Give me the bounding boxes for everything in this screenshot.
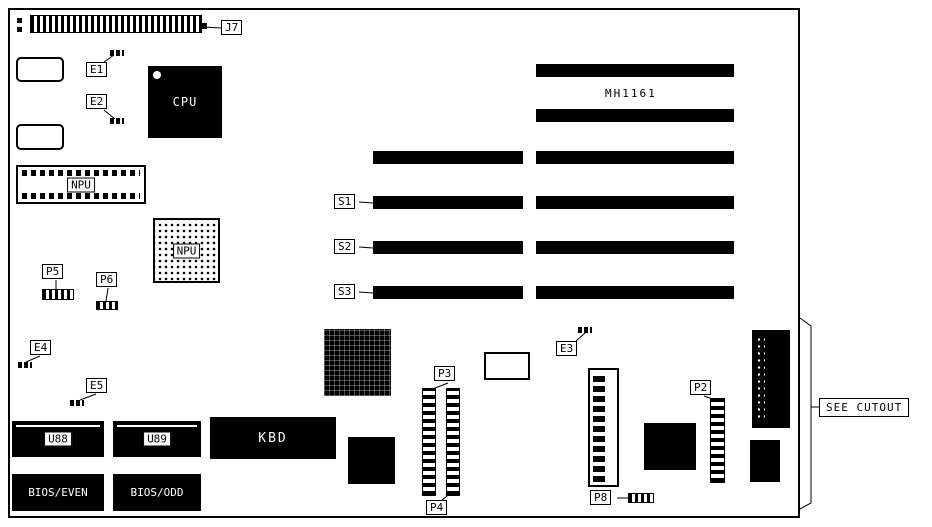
e1-label: E1 (86, 62, 108, 77)
p2-label: P2 (690, 380, 712, 395)
din-connector (750, 440, 780, 482)
see-cutout-label: SEE CUTOUT (819, 398, 910, 417)
isa-slot-5 (536, 241, 734, 254)
p8-label: P8 (590, 490, 612, 505)
e2-jumper (110, 118, 124, 124)
oscillator-2 (16, 124, 64, 150)
p5-connector (42, 289, 74, 300)
isa-slot-3 (536, 151, 734, 164)
s2-label: S2 (334, 239, 356, 254)
bios-even-chip: BIOS/EVEN (12, 474, 104, 511)
isa-slot-10 (373, 286, 523, 299)
e4-jumper (18, 362, 32, 368)
j7-pad-left-1 (17, 18, 22, 23)
p8-connector (628, 493, 654, 503)
bios-odd-chip: BIOS/ODD (113, 474, 201, 511)
isa-slot-7 (373, 151, 523, 164)
u89-chip: U89 (113, 421, 201, 457)
isa-slot-1 (536, 64, 734, 77)
isa-slot-8 (373, 196, 523, 209)
power-connector-pins (593, 373, 605, 482)
u89-stripe (117, 425, 197, 427)
isa-slot-4 (536, 196, 734, 209)
e3-label: E3 (556, 341, 578, 356)
cpu-pin1-mark (153, 71, 161, 79)
j7-label: J7 (221, 20, 243, 35)
s3-label: S3 (334, 284, 356, 299)
u89-label: U89 (143, 431, 171, 447)
j7-pad-right (201, 23, 207, 29)
e5-label: E5 (86, 378, 108, 393)
chip-small-2 (644, 423, 696, 470)
j7-connector (30, 15, 202, 33)
npu-socket-label: NPU (67, 177, 95, 192)
npu-pga-socket: NPU (153, 218, 220, 283)
npu-pga-label: NPU (172, 243, 201, 258)
npu-socket-pins-bottom (22, 193, 140, 199)
p6-label: P6 (96, 272, 118, 287)
j7-pad-left-2 (17, 27, 22, 32)
isa-slot-2 (536, 109, 734, 122)
p3-connector-strip-left (422, 388, 436, 496)
chip-small-1 (348, 437, 395, 484)
oscillator-1 (16, 57, 64, 82)
u88-chip: U88 (12, 421, 104, 457)
isa-slot-6 (536, 286, 734, 299)
p5-label: P5 (42, 264, 64, 279)
isa-slot-9 (373, 241, 523, 254)
kbd-chip: KBD (210, 417, 336, 459)
s1-label: S1 (334, 194, 356, 209)
cpu-label: CPU (172, 95, 198, 109)
npu-socket-pins-top (22, 170, 140, 176)
e3-jumper (578, 327, 592, 333)
board-model-text: MH1161 (605, 87, 657, 100)
p3-connector-strip-right (446, 388, 460, 496)
bios-odd-label: BIOS/ODD (130, 486, 184, 499)
p4-label: P4 (426, 500, 448, 515)
p6-connector (96, 301, 118, 310)
crystal-component (484, 352, 530, 380)
e2-label: E2 (86, 94, 108, 109)
power-connector (588, 368, 619, 487)
e4-label: E4 (30, 340, 52, 355)
cpu-chip: CPU (148, 66, 222, 138)
e5-jumper (70, 400, 84, 406)
db-connector (752, 330, 790, 428)
u88-label: U88 (44, 431, 72, 447)
bios-even-label: BIOS/EVEN (28, 486, 88, 499)
kbd-label: KBD (258, 430, 288, 446)
db-connector-pins (756, 336, 765, 422)
e1-jumper (110, 50, 124, 56)
p3-label: P3 (434, 366, 456, 381)
u88-stripe (16, 425, 100, 427)
qfp-chip (324, 329, 391, 396)
npu-socket: NPU (16, 165, 146, 204)
p2-connector (710, 398, 725, 483)
